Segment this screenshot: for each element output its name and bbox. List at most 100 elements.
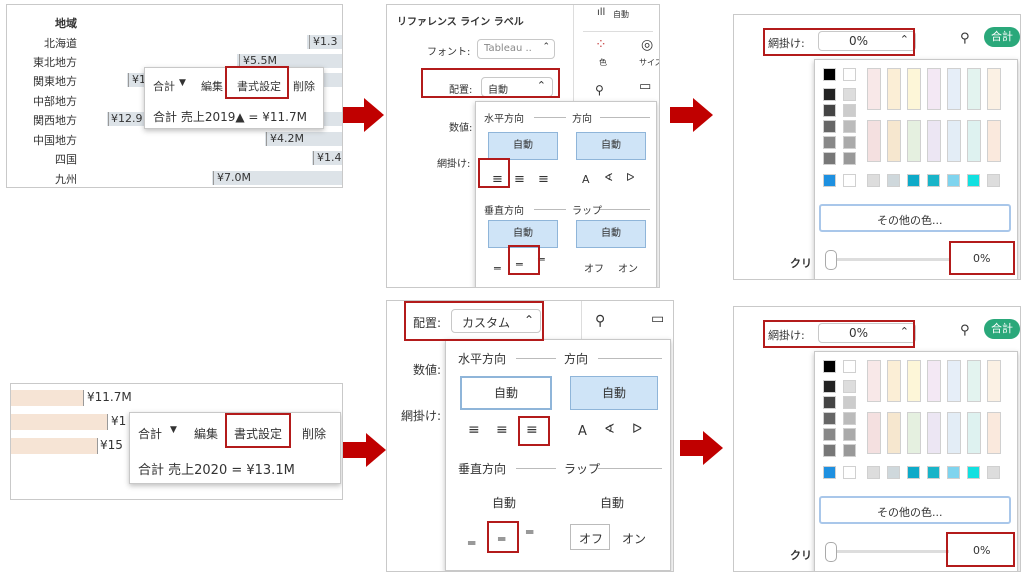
wrap-auto-button[interactable]: 自動 — [576, 220, 646, 248]
bar[interactable] — [265, 132, 342, 146]
hierarchy-icon[interactable]: ⚲ — [960, 31, 970, 46]
color-swatch[interactable] — [987, 412, 1001, 454]
color-swatch[interactable] — [823, 428, 836, 441]
color-swatch[interactable] — [867, 174, 880, 187]
opacity-slider-thumb[interactable] — [825, 250, 837, 270]
align-left-icon[interactable]: ≡ — [468, 422, 480, 438]
menu-edit[interactable]: 編集 — [194, 427, 219, 441]
color-swatch[interactable] — [987, 466, 1000, 479]
bar[interactable] — [212, 171, 342, 185]
color-swatch[interactable] — [843, 380, 856, 393]
color-swatch[interactable] — [823, 360, 836, 373]
color-swatch[interactable] — [987, 120, 1001, 162]
color-swatch[interactable] — [947, 68, 961, 110]
color-swatch[interactable] — [843, 428, 856, 441]
align-right-icon[interactable]: ≡ — [526, 422, 538, 438]
v-auto-button[interactable]: 自動 — [492, 496, 517, 510]
valign-bottom-icon[interactable]: ═ — [468, 536, 476, 550]
more-colors-button[interactable]: その他の色... — [819, 204, 1011, 232]
menu-sum[interactable]: 合計 — [138, 427, 163, 441]
color-swatch[interactable] — [843, 152, 856, 165]
caret-down-icon[interactable]: ▼ — [170, 425, 177, 435]
color-swatch[interactable] — [947, 466, 960, 479]
tooltip-icon[interactable]: ▭ — [639, 79, 652, 94]
text-horizontal-icon[interactable]: A — [582, 173, 590, 186]
sum-pill[interactable]: 合計 — [984, 319, 1020, 339]
bar-chart-icon[interactable]: ıll — [597, 7, 606, 18]
color-swatch[interactable] — [927, 120, 941, 162]
color-swatch[interactable] — [967, 466, 980, 479]
color-swatch[interactable] — [947, 360, 961, 402]
color-swatch[interactable] — [843, 104, 856, 117]
align-right-icon[interactable]: ≡ — [538, 172, 549, 187]
color-swatch[interactable] — [867, 412, 881, 454]
tooltip-icon[interactable]: ▭ — [651, 311, 665, 327]
color-swatch[interactable] — [907, 68, 921, 110]
align-dropdown[interactable]: カスタム ⌃ — [451, 309, 541, 333]
color-swatch[interactable] — [947, 174, 960, 187]
color-swatch[interactable] — [907, 466, 920, 479]
color-swatch[interactable] — [843, 174, 856, 187]
color-swatch[interactable] — [823, 396, 836, 409]
color-swatch[interactable] — [927, 360, 941, 402]
hierarchy-icon[interactable]: ⚲ — [595, 313, 606, 329]
color-swatch[interactable] — [823, 88, 836, 101]
color-swatch[interactable] — [823, 68, 836, 81]
color-swatch[interactable] — [927, 68, 941, 110]
shade-dropdown[interactable]: 0% ⌃ — [818, 31, 916, 51]
color-swatch[interactable] — [927, 174, 940, 187]
direction-auto-button[interactable]: 自動 — [570, 376, 658, 410]
size-icon[interactable]: ◎ — [641, 37, 654, 53]
bar[interactable] — [237, 54, 342, 68]
wrap-on-button[interactable]: オン — [622, 532, 647, 546]
color-swatch[interactable] — [843, 396, 856, 409]
wrap-on-button[interactable]: オン — [618, 264, 638, 275]
opacity-value[interactable]: 0% — [973, 252, 991, 265]
opacity-value[interactable]: 0% — [973, 544, 991, 557]
bar[interactable] — [11, 414, 107, 430]
color-swatch[interactable] — [887, 68, 901, 110]
text-rotate-down-icon[interactable]: ᐅ — [632, 422, 642, 437]
color-swatch[interactable] — [947, 412, 961, 454]
color-swatch[interactable] — [927, 466, 940, 479]
wrap-off-button[interactable]: オフ — [570, 524, 610, 550]
hierarchy-icon[interactable]: ⚲ — [960, 323, 970, 338]
valign-middle-icon[interactable]: ═ — [516, 258, 523, 271]
color-swatch[interactable] — [987, 360, 1001, 402]
v-auto-button[interactable]: 自動 — [488, 220, 558, 248]
text-rotate-down-icon[interactable]: ᐅ — [626, 171, 635, 184]
valign-top-icon[interactable]: ═ — [526, 525, 534, 539]
color-swatch[interactable] — [947, 120, 961, 162]
color-swatch[interactable] — [887, 174, 900, 187]
color-swatch[interactable] — [867, 360, 881, 402]
bar[interactable] — [11, 438, 97, 454]
color-swatch[interactable] — [823, 152, 836, 165]
menu-delete[interactable]: 削除 — [302, 427, 327, 441]
color-swatch[interactable] — [907, 412, 921, 454]
bar[interactable] — [11, 390, 83, 406]
menu-format[interactable]: 書式設定 — [237, 80, 281, 93]
opacity-slider-thumb[interactable] — [825, 542, 837, 562]
color-swatch[interactable] — [823, 120, 836, 133]
color-swatch[interactable] — [887, 466, 900, 479]
color-swatch[interactable] — [867, 68, 881, 110]
wrap-auto-button[interactable]: 自動 — [600, 496, 625, 510]
valign-top-icon[interactable]: ═ — [538, 253, 545, 266]
color-swatch[interactable] — [927, 412, 941, 454]
color-icon[interactable]: ⁘ — [595, 37, 607, 53]
color-swatch[interactable] — [843, 466, 856, 479]
color-swatch[interactable] — [907, 360, 921, 402]
color-swatch[interactable] — [823, 444, 836, 457]
color-swatch[interactable] — [823, 380, 836, 393]
more-colors-button[interactable]: その他の色... — [819, 496, 1011, 524]
color-swatch[interactable] — [867, 120, 881, 162]
align-center-icon[interactable]: ≡ — [514, 172, 525, 187]
color-swatch[interactable] — [823, 466, 836, 479]
opacity-slider[interactable] — [829, 550, 949, 553]
caret-down-icon[interactable]: ▼ — [179, 78, 186, 88]
font-dropdown[interactable]: Tableau .. ⌃ — [477, 39, 555, 59]
color-swatch[interactable] — [907, 174, 920, 187]
color-swatch[interactable] — [843, 360, 856, 373]
color-swatch[interactable] — [967, 120, 981, 162]
menu-format[interactable]: 書式設定 — [234, 427, 283, 441]
